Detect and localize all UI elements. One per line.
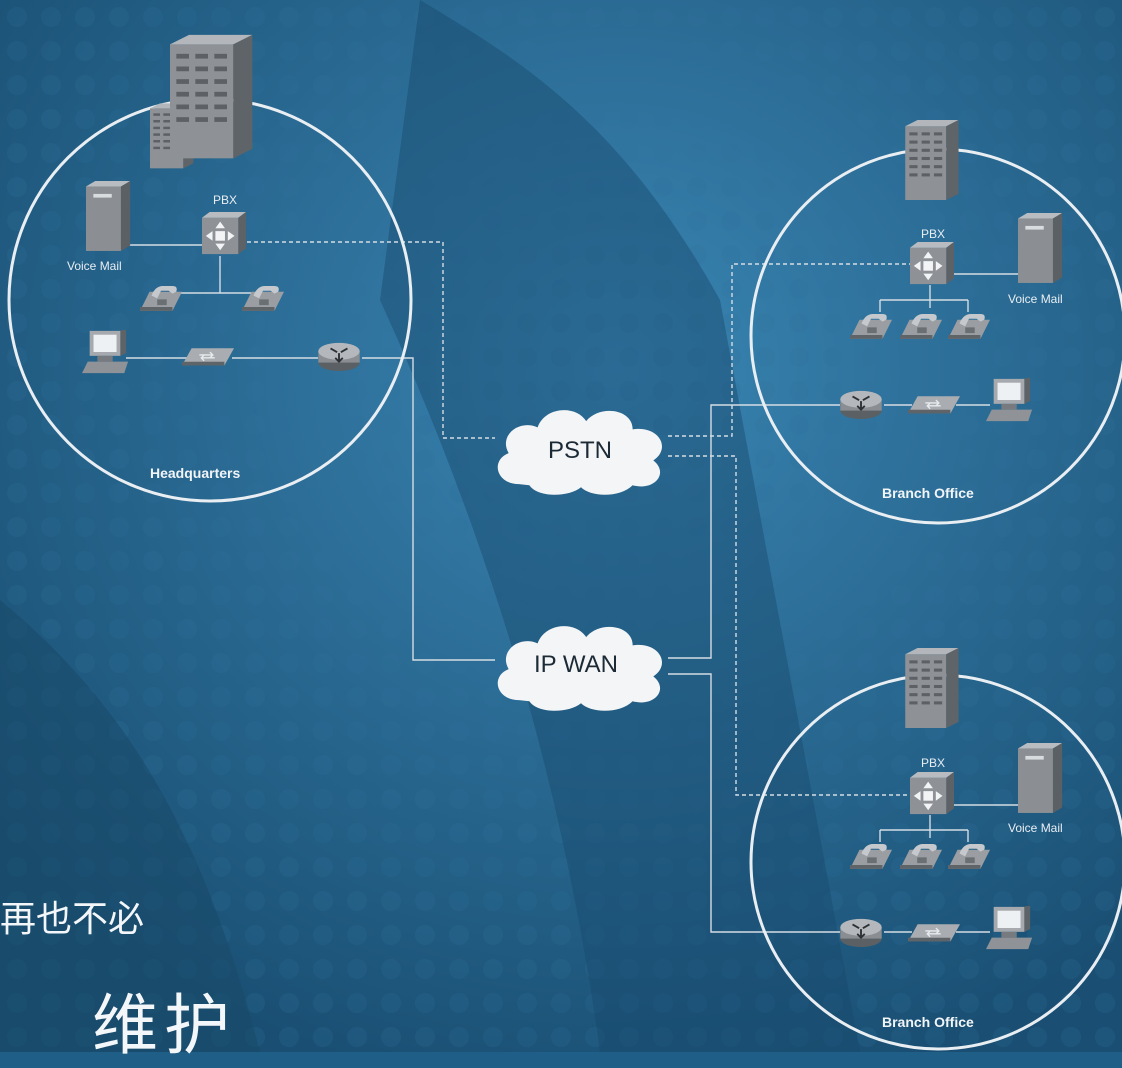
building-icon xyxy=(905,120,959,200)
headquarters-label: Headquarters xyxy=(150,465,240,481)
background-shape xyxy=(380,0,860,1052)
pstn-label: PSTN xyxy=(548,437,612,464)
caption-line-1: 再也不必 xyxy=(0,899,145,940)
pbx-icon xyxy=(910,242,954,285)
connection-lines xyxy=(126,241,1020,933)
hq-pbx-label: PBX xyxy=(213,193,237,207)
building-icon xyxy=(905,648,959,728)
site-branch-office-2: PBX Voice Mail Branch Office xyxy=(749,648,1122,1051)
branch2-label: Branch Office xyxy=(882,1014,974,1030)
site-branch-office-1: PBX Voice Mail Branch Office xyxy=(749,120,1122,525)
site-headquarters: Voice Mail PBX Headquarters xyxy=(7,34,413,503)
ip-wan-label: IP WAN xyxy=(534,651,618,678)
branch1-label: Branch Office xyxy=(882,485,974,501)
branch2-pbx-label: PBX xyxy=(921,756,945,770)
branch2-voicemail-label: Voice Mail xyxy=(1008,821,1063,835)
voice-mail-server-icon xyxy=(86,181,131,251)
building-icon xyxy=(170,34,253,159)
voice-mail-server-icon xyxy=(1018,743,1063,813)
router-icon xyxy=(839,389,883,420)
voice-mail-server-icon xyxy=(1018,213,1063,283)
hq-voicemail-label: Voice Mail xyxy=(67,259,122,273)
router-icon xyxy=(317,341,361,372)
caption-line-2: 维护 xyxy=(92,987,236,1064)
branch1-voicemail-label: Voice Mail xyxy=(1008,292,1063,306)
branch1-pbx-label: PBX xyxy=(921,227,945,241)
pstn-cloud: PSTN xyxy=(497,410,662,495)
pbx-icon xyxy=(202,212,246,255)
pbx-icon xyxy=(910,772,954,815)
ip-wan-cloud: IP WAN xyxy=(497,626,662,711)
background-shape-2 xyxy=(0,600,260,1052)
router-icon xyxy=(839,917,883,948)
